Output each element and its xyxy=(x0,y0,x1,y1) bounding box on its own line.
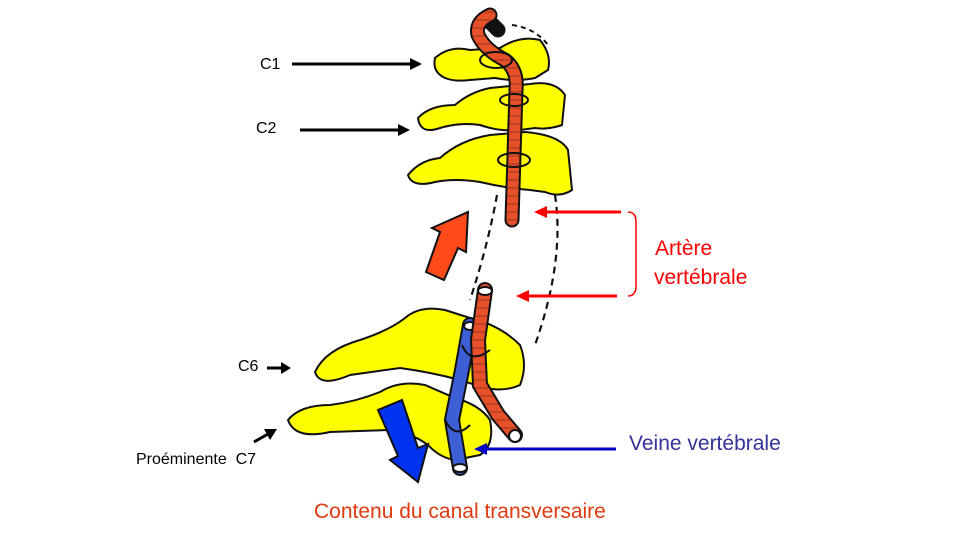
label-artery-line2: vertébrale xyxy=(654,266,748,289)
artery-bracket xyxy=(627,211,637,297)
vertebra-c6 xyxy=(313,307,525,391)
big-arrow-down xyxy=(376,398,430,484)
dashed-outline-left xyxy=(468,194,499,301)
foramen-ring xyxy=(461,344,491,358)
big-arrow-up xyxy=(424,210,470,282)
foramen-ring xyxy=(497,152,531,168)
label-c7: Proéminente C7 xyxy=(136,451,257,468)
c6-pointer-arrow xyxy=(267,362,291,374)
c7-pointer-arrow xyxy=(253,429,277,444)
label-c1: C1 xyxy=(260,56,281,73)
vertebra-c3 xyxy=(406,130,574,196)
caption: Contenu du canal transversaire xyxy=(314,500,606,523)
dashed-outline-right xyxy=(533,194,559,346)
vein-pointer-arrow xyxy=(474,443,616,455)
artery-pointer-upper xyxy=(534,206,621,218)
label-c2: C2 xyxy=(256,120,277,137)
c2-pointer-arrow xyxy=(300,124,410,136)
foramen-ring xyxy=(499,93,529,107)
foramen-ring xyxy=(479,51,513,69)
c1-pointer-arrow xyxy=(292,58,422,70)
artery-pointer-lower xyxy=(516,290,617,302)
dashed-outline-top xyxy=(511,24,549,46)
label-artery-line1: Artère xyxy=(655,237,713,260)
vertebra-c2 xyxy=(416,82,567,132)
label-vein: Veine vertébrale xyxy=(629,432,781,455)
foramen-ring xyxy=(444,419,471,433)
label-c6: C6 xyxy=(238,358,259,375)
